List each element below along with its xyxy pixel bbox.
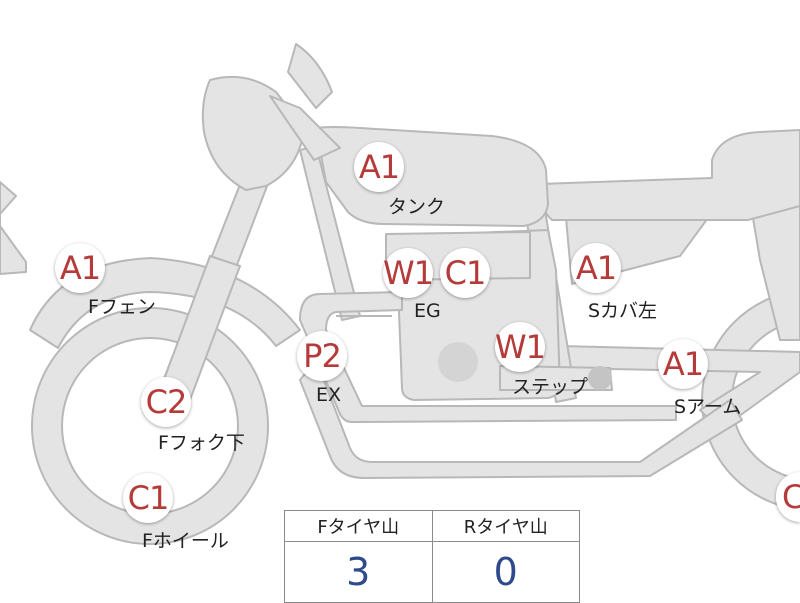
exhaust-pipe-lower [299, 359, 743, 479]
headlight-shape [201, 75, 305, 191]
marker-front-fender-label: Fフェン [88, 296, 156, 318]
marker-tank-label: タンク [388, 196, 446, 218]
partial-shape-left [0, 181, 27, 275]
front-tire-value: 3 [284, 541, 433, 603]
tire-tread-table: Fタイヤ山 Rタイヤ山 3 0 [284, 510, 580, 603]
marker-swing-arm-label: Sアーム [674, 396, 742, 418]
engine-cover-circle [438, 342, 478, 382]
marker-exhaust-badge: P2 [297, 331, 347, 381]
marker-engine-label: EG [414, 300, 441, 322]
marker-exhaust-label: EX [316, 384, 342, 406]
handlebar-shape [287, 43, 333, 109]
step-peg-circle [588, 366, 612, 390]
rear-tire-header: Rタイヤ山 [431, 510, 580, 542]
marker-side-cover-left-badge: A1 [571, 243, 621, 293]
marker-front-fender-badge: A1 [55, 243, 105, 293]
marker-swing-arm-badge: A1 [658, 339, 708, 389]
marker-front-wheel-badge: C1 [123, 473, 173, 523]
marker-front-wheel-label: Fホイール [142, 530, 229, 552]
front-tire-header: Fタイヤ山 [284, 510, 433, 542]
marker-step-label: ステップ [512, 376, 589, 398]
marker-front-fork-lower-badge: C2 [141, 377, 191, 427]
marker-engine-c-badge: C1 [440, 248, 490, 298]
rear-tire-value: 0 [431, 541, 580, 603]
step-bar [499, 365, 613, 391]
steering-stem [269, 95, 341, 161]
marker-side-cover-left-label: Sカバ左 [588, 300, 658, 322]
exhaust-pipe-upper [299, 291, 677, 423]
marker-tank-badge: A1 [354, 142, 404, 192]
marker-step-badge: W1 [495, 322, 546, 372]
marker-front-fork-lower-label: Fフォク下 [158, 432, 245, 454]
marker-engine-w-badge: W1 [383, 248, 434, 298]
seat-shape [539, 129, 800, 221]
